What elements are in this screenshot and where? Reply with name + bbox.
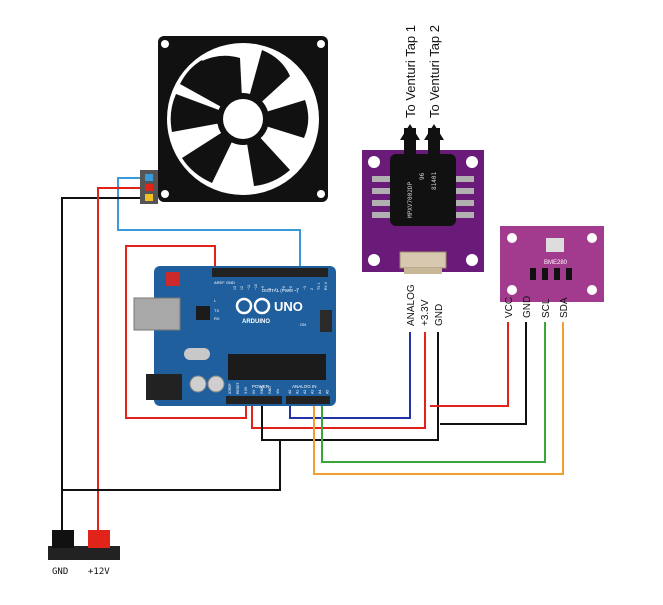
venturi-tap-1-label: To Venturi Tap 1 [403,25,418,118]
arduino-power-label: POWER [252,384,270,389]
arduino-gnd-label: GND [226,280,235,285]
fan-12v-wire [97,187,148,536]
arduino-ground-to-connector-wire [62,440,281,491]
sensor-3v3-wire [251,332,426,429]
chip-text-2: 96 [419,172,426,180]
bme280-label: BME280 [544,260,568,266]
fan-ground-wire [61,197,148,536]
power-pin-label-1: RESET [236,381,240,394]
icsp-header [320,310,332,332]
analog-pin-label-5: A5 [326,390,330,394]
gnd-terminal [52,530,74,548]
connector-12v-label: +12V [88,567,110,577]
digital-pin-label-8: ~5 [289,286,293,290]
crystal [184,348,210,360]
power-pin-label-5: GND [268,386,272,394]
bme-pin-sda: SDA [559,297,570,318]
digital-pin-label-11: 2 [310,288,314,290]
digital-pin-label-6: 7 [275,288,279,290]
bme280-components [530,268,572,280]
arduino-uno-board: ARDUINO UNO DIGITAL (PWM ~) POWER ANALOG… [133,266,336,406]
digital-pin-label-4: ~9 [261,286,265,290]
digital-pin-label-2: ~11 [247,284,251,290]
12v-terminal [88,530,110,548]
digital-pin-label-7: ~6 [282,286,286,290]
analog-pin-label-1: A1 [296,390,300,394]
bme-pin-vcc: VCC [504,297,515,318]
pressure-sensor-board: MPXV7002DP 96 81401 To Venturi Tap 1 To … [362,25,484,326]
power-pin-label-6: Vin [276,389,280,394]
power-pin-label-4: GND [260,386,264,394]
pressure-chip [390,154,456,226]
digital-pin-label-13: RX 0 [324,282,328,290]
capacitor-2 [207,375,225,393]
bme-ground-wire [440,322,527,425]
power-pin-labels: IOREF RESET 3.3V 5V GND GND Vin [228,381,280,394]
usb-port [133,297,181,331]
power-pin-label-2: 3.3V [244,386,248,394]
arduino-rx-label: RX [214,316,220,321]
sensor-analog-wire [289,332,411,419]
bme-scl-wire [321,322,546,463]
digital-pin-label-10: ~3 [303,286,307,290]
usb-chip [196,306,210,320]
sensor-pin-analog: ANALOG [406,284,417,326]
bme280-board: BME280 VCC GND SCL SDA [500,226,604,318]
power-pin-label-0: IOREF [228,383,232,394]
fan-signal-wire [117,177,301,270]
reset-button [166,272,180,286]
sensor-connector [399,251,447,269]
bme-sda-wire [313,322,564,475]
power-pin-label-3: 5V [252,389,256,394]
atmega-chip [228,354,326,380]
chip-text-3: 81401 [431,172,438,190]
capacitor-1 [189,375,207,393]
sensor-pin-gnd: GND [434,304,445,326]
chip-text-1: MPXV7002DP [407,181,414,218]
sensor-pin-3v3: +3.3V [420,299,431,326]
digital-header [212,268,328,277]
bme280-chip [546,238,564,252]
power-header [226,396,282,404]
digital-pin-label-0: 13 [233,286,237,290]
wires [61,177,564,536]
connector-gnd-label: GND [52,567,68,577]
sensor-chip-legs [372,176,474,218]
arduino-tx-label: TX [214,308,219,313]
digital-pin-label-3: ~10 [254,284,258,290]
analog-pin-label-2: A2 [303,390,307,394]
analog-pin-label-4: A4 [318,390,322,394]
cooling-fan [140,36,328,204]
arduino-brand: ARDUINO [242,319,270,325]
power-connector: GND +12V [48,530,120,577]
bme-vcc-wire [430,322,509,407]
tap2-arrow-icon [424,124,444,140]
arduino-l-label: L [214,298,217,303]
digital-pin-label-12: TX 1 [317,283,321,290]
arduino-logo-icon [235,297,271,315]
bme-pin-gnd: GND [522,296,533,318]
digital-pin-label-1: 12 [240,286,244,290]
digital-pin-label-9: 4 [296,288,300,290]
analog-header [286,396,330,404]
arduino-aref-label: AREF [214,280,225,285]
arduino-on-label: ON [300,322,306,327]
arduino-model: UNO [274,299,303,314]
tap1-arrow-icon [400,124,420,140]
analog-pin-label-0: A0 [288,390,292,394]
venturi-tap-2-label: To Venturi Tap 2 [427,25,442,118]
analog-pin-label-3: A3 [311,390,315,394]
dc-jack [146,374,182,400]
sensor-ground-wire [261,332,439,441]
arduino-3v3-loop-wire [125,245,247,419]
arduino-digital-label: DIGITAL (PWM ~) [262,288,299,293]
bme-pin-scl: SCL [541,298,552,318]
arduino-analog-label: ANALOG IN [292,384,317,389]
digital-pin-label-5: 8 [268,288,272,290]
